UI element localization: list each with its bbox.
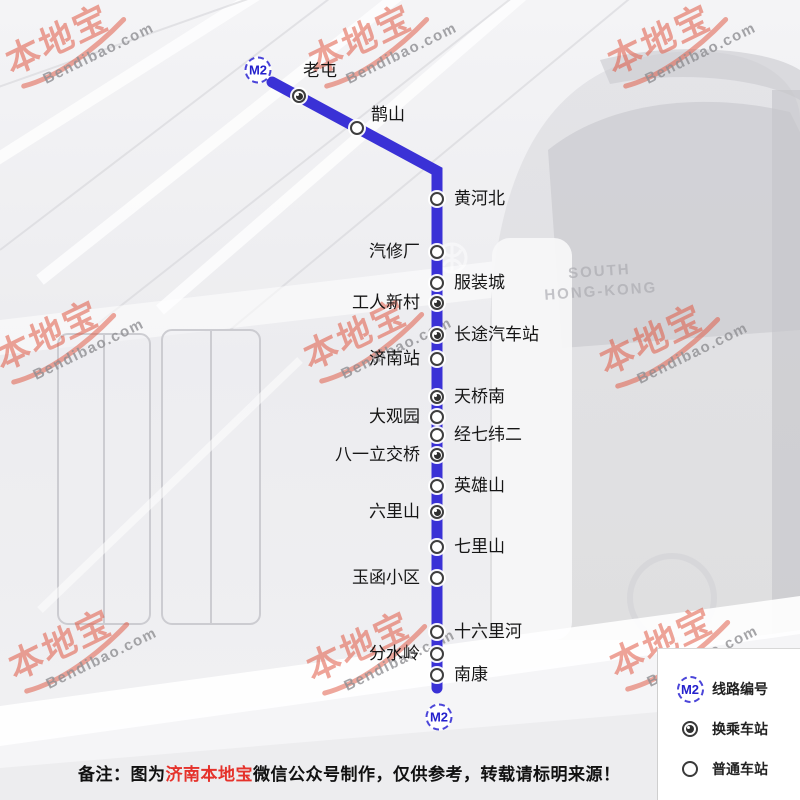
- station-marker-transfer: [430, 448, 444, 462]
- m2-line-badge-icon: M2: [676, 675, 704, 703]
- station-label: 长途汽车站: [454, 324, 539, 344]
- station-label: 天桥南: [454, 386, 505, 406]
- station-marker-regular: [430, 192, 444, 206]
- station-label: 英雄山: [454, 475, 505, 495]
- line-badge-bottom-label: M2: [429, 709, 449, 725]
- station-marker-regular: [430, 352, 444, 366]
- legend-panel: M2 线路编号 换乘车站 普通车站: [657, 648, 800, 800]
- station-label: 济南站: [369, 348, 420, 368]
- line-badge-bottom: M2: [425, 703, 453, 731]
- station-label: 鹊山: [371, 105, 405, 124]
- legend-label-line-number: 线路编号: [712, 681, 768, 697]
- station-label: 十六里河: [454, 621, 522, 641]
- line-badge-top-label: M2: [248, 62, 268, 78]
- station-marker-transfer: [430, 505, 444, 519]
- legend-row-transfer-station: 换乘车站: [674, 709, 800, 749]
- station-label: 南康: [454, 664, 488, 684]
- transfer-station-icon: [682, 721, 698, 737]
- station-marker-regular: [430, 428, 444, 442]
- station-label: 汽修厂: [369, 241, 420, 261]
- station-marker-regular: [430, 479, 444, 493]
- station-marker-regular: [430, 571, 444, 585]
- station-label: 分水岭: [369, 643, 420, 663]
- station-marker-transfer: [292, 89, 306, 103]
- station-marker-transfer: [430, 296, 444, 310]
- legend-row-regular-station: 普通车站: [674, 749, 800, 789]
- station-label: 玉函小区: [352, 567, 420, 587]
- station-label: 大观园: [369, 406, 420, 426]
- legend-row-line-number: M2 线路编号: [674, 669, 800, 709]
- station-label: 服装城: [454, 272, 505, 292]
- station-marker-regular: [430, 668, 444, 682]
- station-marker-transfer: [430, 328, 444, 342]
- station-label: 七里山: [454, 536, 505, 556]
- note-prefix: 备注：图为: [78, 765, 166, 784]
- station-marker-regular: [430, 410, 444, 424]
- train-text-south: SOUTH: [568, 261, 632, 282]
- station-marker-transfer: [430, 390, 444, 404]
- station-label: 六里山: [369, 501, 420, 521]
- station-marker-regular: [430, 245, 444, 259]
- metro-line-m2: [266, 76, 443, 694]
- station-label: 黄河北: [454, 188, 505, 208]
- station-label: 工人新村: [352, 292, 420, 312]
- legend-label-regular-station: 普通车站: [712, 761, 768, 777]
- station-marker-regular: [430, 625, 444, 639]
- line-badge-top: M2: [244, 56, 272, 84]
- station-label: 八一立交桥: [335, 444, 420, 464]
- footer-note: 备注：图为济南本地宝微信公众号制作，仅供参考，转载请标明来源！: [78, 760, 621, 785]
- note-highlight: 济南本地宝: [165, 765, 253, 784]
- station-marker-regular: [430, 540, 444, 554]
- note-suffix: 微信公众号制作，仅供参考，转载请标明来源！: [253, 765, 621, 784]
- legend-label-transfer-station: 换乘车站: [712, 721, 768, 737]
- station-marker-regular: [350, 121, 364, 135]
- regular-station-icon: [682, 761, 698, 777]
- station-marker-regular: [430, 276, 444, 290]
- station-label: 经七纬二: [454, 424, 522, 444]
- station-marker-regular: [430, 647, 444, 661]
- station-label: 老屯: [303, 61, 337, 80]
